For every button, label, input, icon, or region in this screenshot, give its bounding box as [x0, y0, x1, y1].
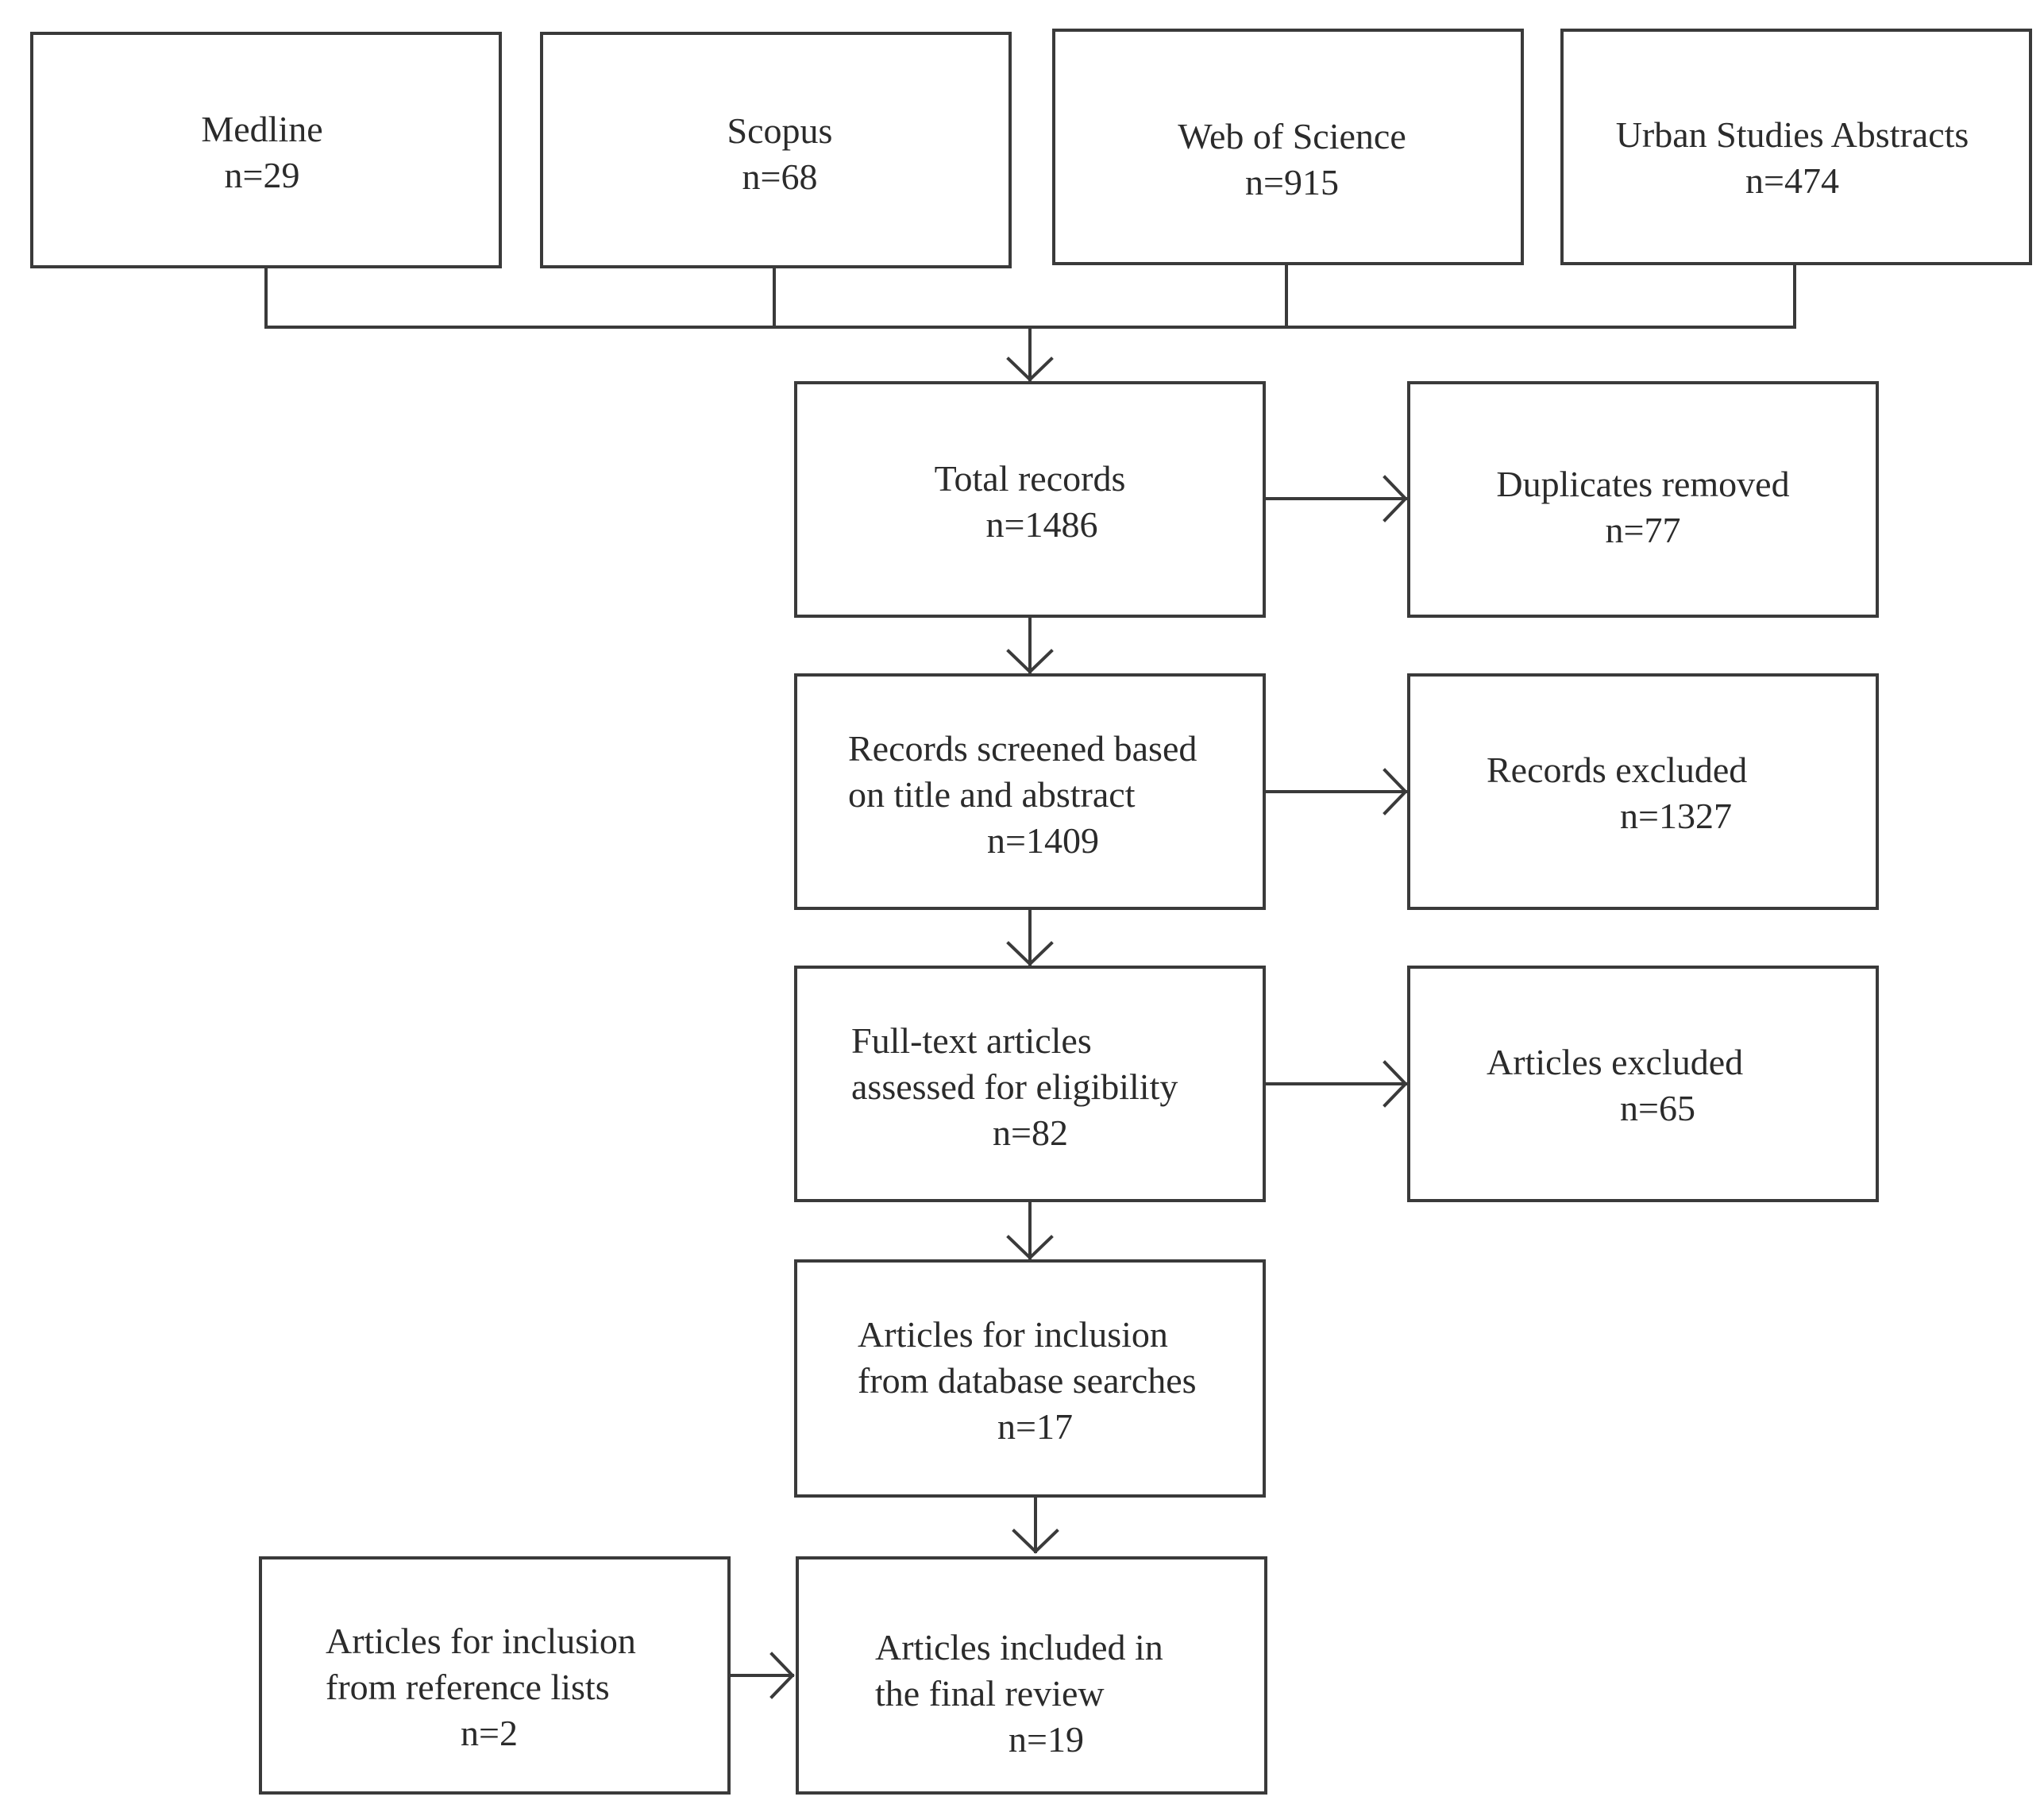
- duplicates-removed-box: Duplicates removed n=77: [1407, 381, 1879, 618]
- records-excluded-box: Records excluded n=1327: [1407, 673, 1879, 910]
- source-count: n=68: [742, 156, 818, 197]
- box-count: n=19: [1009, 1719, 1084, 1760]
- box-label: Articles excluded: [1487, 1042, 1744, 1082]
- box-label-line1: Full-text articles: [851, 1020, 1092, 1061]
- arrow-head-icon: [1383, 475, 1408, 522]
- box-count: n=2: [461, 1713, 518, 1753]
- source-count: n=915: [1245, 162, 1339, 202]
- final-review-box: Articles included in the final review n=…: [796, 1556, 1267, 1795]
- source-box-medline: Medline n=29: [30, 32, 502, 268]
- total-records-box: Total records n=1486: [794, 381, 1266, 618]
- reference-inclusion-box: Articles for inclusion from reference li…: [259, 1556, 731, 1795]
- box-count: n=1327: [1620, 796, 1732, 836]
- box-count: n=65: [1620, 1088, 1695, 1128]
- box-label: Duplicates removed: [1496, 464, 1790, 504]
- box-label-line1: Records screened based: [848, 728, 1197, 769]
- arrow-head-icon: [1006, 357, 1054, 382]
- box-label-line1: Articles included in: [875, 1627, 1163, 1667]
- box-count: n=17: [997, 1406, 1073, 1447]
- articles-excluded-box: Articles excluded n=65: [1407, 966, 1879, 1202]
- box-label-line1: Articles for inclusion: [858, 1314, 1168, 1355]
- box-label-line2: from database searches: [858, 1360, 1197, 1401]
- arrow-head-icon: [769, 1652, 795, 1699]
- arrow-head-icon: [1006, 941, 1054, 966]
- box-label-line2: on title and abstract: [848, 774, 1136, 815]
- records-screened-box: Records screened based on title and abst…: [794, 673, 1266, 910]
- source-box-scopus: Scopus n=68: [540, 32, 1012, 268]
- box-label-line1: Articles for inclusion: [326, 1621, 636, 1661]
- source-label: Web of Science: [1178, 116, 1406, 156]
- source-count: n=29: [224, 155, 300, 195]
- box-count: n=1409: [987, 820, 1099, 861]
- box-count: n=1486: [985, 504, 1098, 545]
- box-label: Records excluded: [1487, 750, 1748, 790]
- source-label: Urban Studies Abstracts: [1615, 114, 1969, 155]
- box-count: n=82: [993, 1112, 1068, 1153]
- arrow-head-icon: [1012, 1529, 1059, 1554]
- source-label: Medline: [201, 109, 323, 149]
- box-label-line2: assessed for eligibility: [851, 1066, 1178, 1107]
- source-count: n=474: [1745, 160, 1839, 201]
- box-label-line2: from reference lists: [326, 1667, 610, 1707]
- arrow-head-icon: [1006, 1235, 1054, 1260]
- fulltext-assessed-box: Full-text articles assessed for eligibil…: [794, 966, 1266, 1202]
- arrow-head-icon: [1006, 649, 1054, 674]
- arrow-head-icon: [1383, 768, 1408, 815]
- source-box-web-of-science: Web of Science n=915: [1052, 29, 1524, 265]
- source-label: Scopus: [727, 110, 833, 151]
- database-inclusion-box: Articles for inclusion from database sea…: [794, 1259, 1266, 1498]
- box-label-line2: the final review: [875, 1673, 1105, 1714]
- arrow-head-icon: [1383, 1060, 1408, 1108]
- source-box-urban-studies: Urban Studies Abstracts n=474: [1560, 29, 2032, 265]
- box-count: n=77: [1605, 510, 1681, 550]
- box-label: Total records: [934, 458, 1126, 499]
